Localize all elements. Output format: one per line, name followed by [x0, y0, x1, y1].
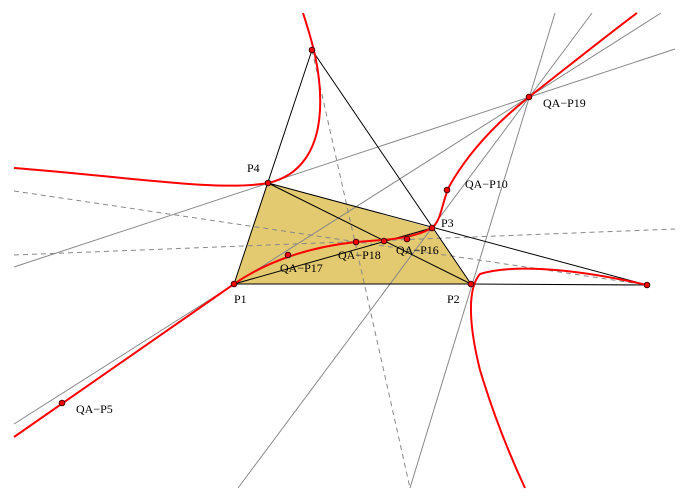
point-qa-p18: [352, 238, 360, 246]
label-p3: P3: [441, 216, 454, 230]
label-qa-p19: QA−P19: [543, 96, 586, 110]
dashed-line: [311, 49, 411, 489]
label-p2: P2: [447, 292, 460, 306]
dashed-line: [13, 228, 676, 256]
point-p4: [264, 179, 272, 187]
label-p1: P1: [234, 292, 247, 306]
edge-line: [267, 182, 648, 286]
construction-line: [409, 12, 556, 489]
construction-line: [13, 48, 676, 268]
point-p3: [428, 224, 436, 232]
point-qa-p10: [443, 186, 451, 194]
label-qa-p18: QA−P18: [338, 248, 381, 262]
point-qa-p17: [284, 251, 292, 259]
point-apex: [308, 46, 316, 54]
point-qa-p19: [525, 93, 533, 101]
edge-line: [233, 49, 313, 285]
point-far-right: [643, 281, 651, 289]
conic-curve-main: [13, 12, 638, 438]
label-qa-p5: QA−P5: [76, 402, 113, 416]
edge-line: [267, 182, 472, 285]
point-qa-p16: [403, 235, 411, 243]
conic-curve-lower-right: [469, 267, 648, 489]
label-qa-p10: QA−P10: [465, 177, 508, 191]
construction-line: [13, 12, 662, 425]
point-qa-p5: [58, 399, 66, 407]
conic-curve-upper-left: [13, 12, 322, 187]
point-p2: [467, 280, 475, 288]
label-qa-p16: QA−P16: [396, 243, 439, 257]
edge-line: [470, 283, 648, 286]
quadrilateral-fill: [234, 183, 471, 284]
edge-line: [311, 49, 472, 285]
label-qa-p17: QA−P17: [280, 261, 323, 275]
point-p1: [230, 280, 238, 288]
label-p4: P4: [247, 161, 260, 175]
point-diagonal-intersection: [380, 237, 388, 245]
